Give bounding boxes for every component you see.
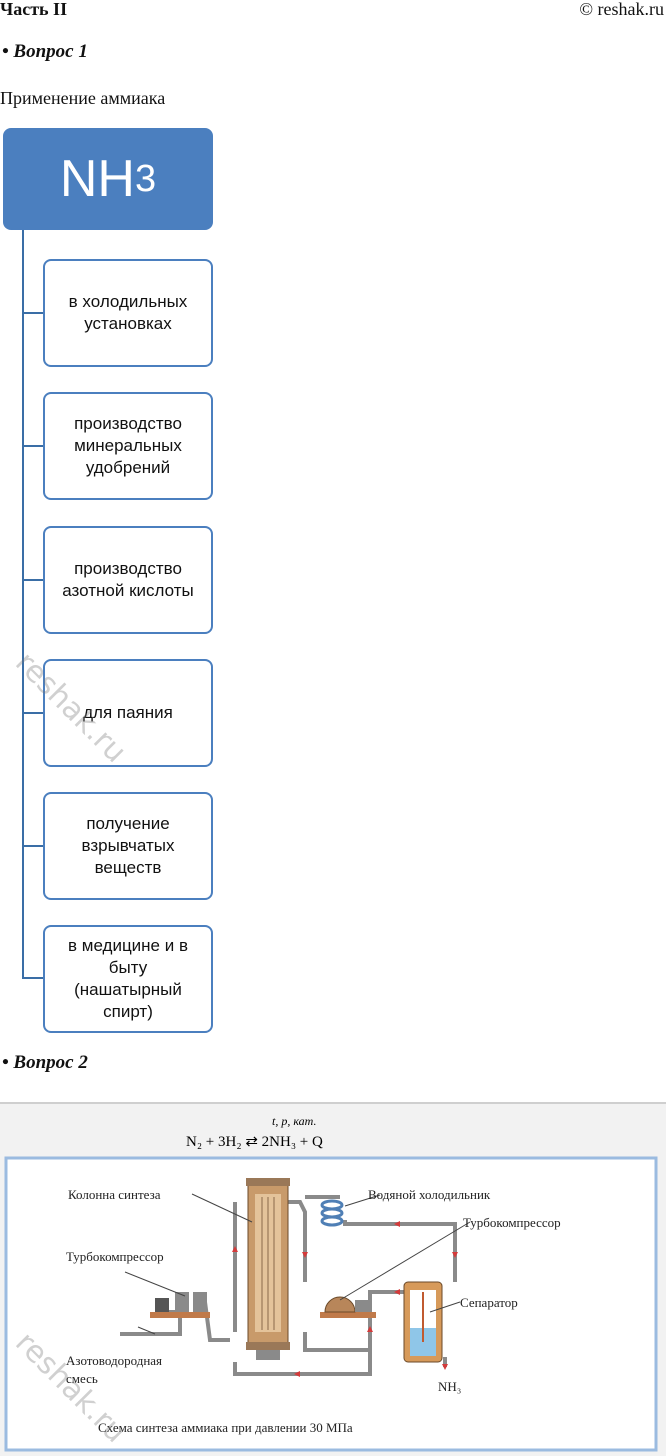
diagram-spine <box>22 230 24 979</box>
label-nh3: NH₃ <box>438 1379 461 1394</box>
leader-lines <box>124 1193 471 1335</box>
connector-2 <box>22 445 43 447</box>
label-mix-line1: Азотоводородная <box>66 1353 162 1368</box>
label-cooler: Водяной холодильник <box>368 1187 491 1202</box>
diagram-item-6: в медицине и в быту (нашатырный спирт) <box>43 925 213 1033</box>
connector-1 <box>22 312 43 314</box>
synthesis-column-icon <box>246 1178 290 1360</box>
question-1-title: • Вопрос 1 <box>2 41 88 62</box>
ammonia-synthesis-scheme: N₂ + 3H₂ ⇄ 2NH₃ + Q t, p, кат. <box>0 1102 666 1456</box>
diagram-item-4: для паяния <box>43 659 213 767</box>
water-cooler-icon <box>320 1199 344 1227</box>
label-separator: Сепаратор <box>460 1295 518 1310</box>
question-1-subtitle: Применение аммиака <box>0 88 166 108</box>
turbocompressor-left-icon <box>150 1292 210 1318</box>
flow-arrows <box>232 1221 458 1377</box>
diagram-item-1: в холодильных установках <box>43 259 213 367</box>
equation-text: N₂ + 3H₂ ⇄ 2NH₃ + Q <box>186 1134 323 1150</box>
copyright-text: © reshak.ru <box>579 0 664 19</box>
connector-3 <box>22 579 43 581</box>
connector-5 <box>22 845 43 847</box>
diagram-item-3: производство азотной кислоты <box>43 526 213 634</box>
connector-4 <box>22 712 43 714</box>
nh3-root-label: NH <box>59 150 135 208</box>
label-turbo-left: Турбокомпрессор <box>66 1249 164 1264</box>
diagram-item-5: получение взрывчатых веществ <box>43 792 213 900</box>
label-column: Колонна синтеза <box>68 1187 161 1202</box>
nh3-root-subscript: 3 <box>134 157 157 200</box>
label-turbo-right: Турбокомпрессор <box>463 1215 561 1230</box>
connector-6 <box>22 977 43 979</box>
label-mix-line2: смесь <box>66 1371 98 1386</box>
separator-icon <box>403 1281 443 1363</box>
turbocompressor-right-icon <box>320 1296 376 1318</box>
scheme-caption: Схема синтеза аммиака при давлении 30 МП… <box>98 1420 353 1435</box>
conditions-text: t, p, кат. <box>272 1114 316 1128</box>
part-heading: Часть II <box>0 0 68 19</box>
diagram-item-2: производство минеральных удобрений <box>43 392 213 500</box>
question-2-title: • Вопрос 2 <box>2 1052 88 1073</box>
